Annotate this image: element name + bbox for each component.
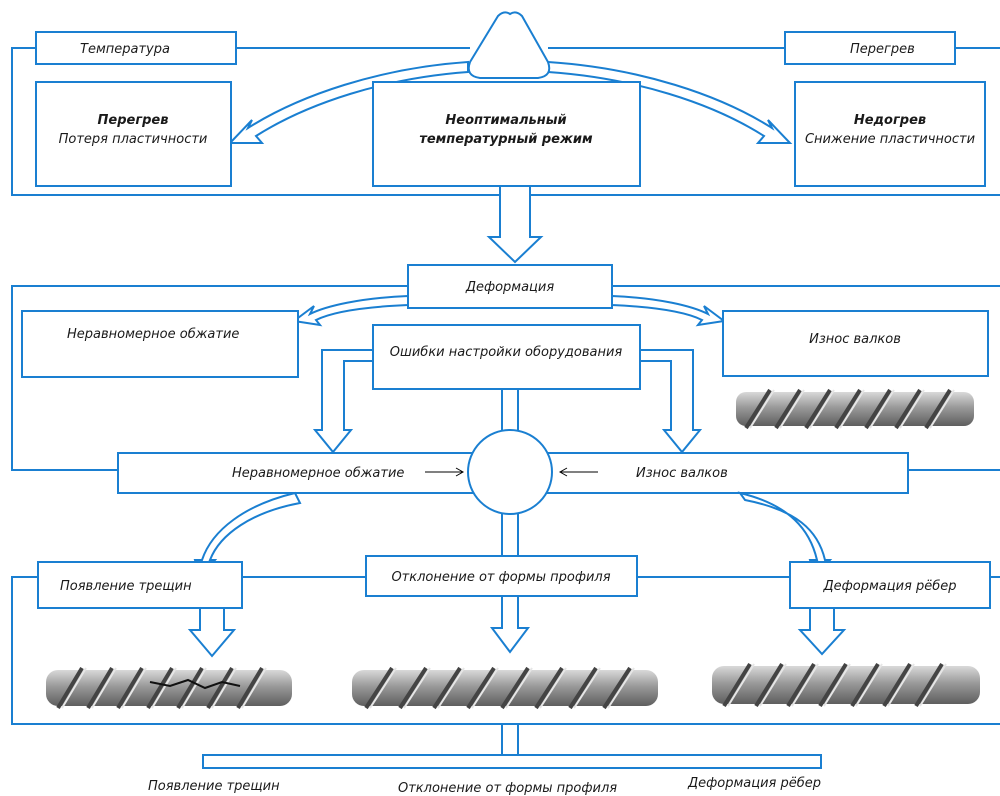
underheat-box-subtitle: Снижение пластичности [805,132,975,147]
nonoptimal-line1: Неоптимальный [445,113,566,128]
junction-circle [467,429,553,515]
overheat-box [35,81,232,187]
overheat-top-label: Перегрев [850,42,915,57]
cracks-box [37,561,243,609]
arrow-to-roll-wear [611,294,727,327]
temperature-box [35,31,237,65]
caption-profile-deviation: Отклонение от формы профиля [398,781,617,796]
deformation-label: Деформация [465,280,555,295]
nonoptimal-line2: температурный режим [419,132,593,147]
rebar-image-roll-wear [723,381,988,437]
rebar-image-rib-deformation [705,657,987,715]
arrow-down-to-deformation [486,185,544,264]
roll-wear-box [722,310,989,377]
temperature-label: Температура [80,42,170,57]
arrow-down-profile-image [490,595,530,654]
rib-deformation-box [789,561,991,609]
overheat-box-subtitle: Потеря пластичности [59,132,208,147]
stem-to-bottom-bar [501,724,519,755]
profile-deviation-box [365,555,638,597]
triangle-junction [467,11,551,79]
arrow-setup-to-left [312,349,374,454]
setup-errors-box [372,324,641,390]
rebar-image-profile-deviation [344,660,666,716]
overheat-box-title: Перегрев [98,113,169,128]
bottom-frame [11,576,1000,725]
rib-deformation-label: Деформация рёбер [822,579,956,594]
top-section: Температура Перегрев Перегрев Потеря пла… [11,11,1000,196]
stem-setup-to-circle [501,389,519,432]
deformation-box [407,264,613,309]
middle-section: Деформация Неравномерное обжатие Ошибки … [11,264,1000,515]
bar-uneven-compression-label: Неравномерное обжатие [232,466,404,481]
bottom-bar [202,754,822,769]
bottom-section: Появление трещин Отклонение от формы про… [11,555,1000,796]
rebar-image-cracks [38,660,300,716]
profile-deviation-label: Отклонение от формы профиля [391,570,610,585]
pointer-left-arrow [425,467,465,477]
arrow-setup-to-right [639,349,703,454]
arrow-down-to-profile-deviation [501,514,519,558]
cracks-label: Появление трещин [60,579,192,594]
underheat-box [794,81,986,187]
middle-frame [11,285,1000,471]
roll-wear-label: Износ валков [809,332,901,347]
uneven-compression-label: Неравномерное обжатие [67,327,239,342]
uneven-compression-box [21,310,299,378]
overheat-top-box [784,31,956,65]
caption-cracks: Появление трещин [148,779,280,794]
underheat-box-title: Недогрев [854,113,926,128]
setup-errors-label: Ошибки настройки оборудования [390,345,623,360]
caption-rib-deformation: Деформация рёбер [687,776,821,791]
pointer-right-arrow [558,467,598,477]
top-frame [11,47,1000,196]
arrow-to-uneven-compression [291,294,409,327]
arrow-down-cracks-image [187,607,237,658]
arrow-down-rib-image [797,607,847,656]
bar-roll-wear-label: Износ валков [636,466,728,481]
